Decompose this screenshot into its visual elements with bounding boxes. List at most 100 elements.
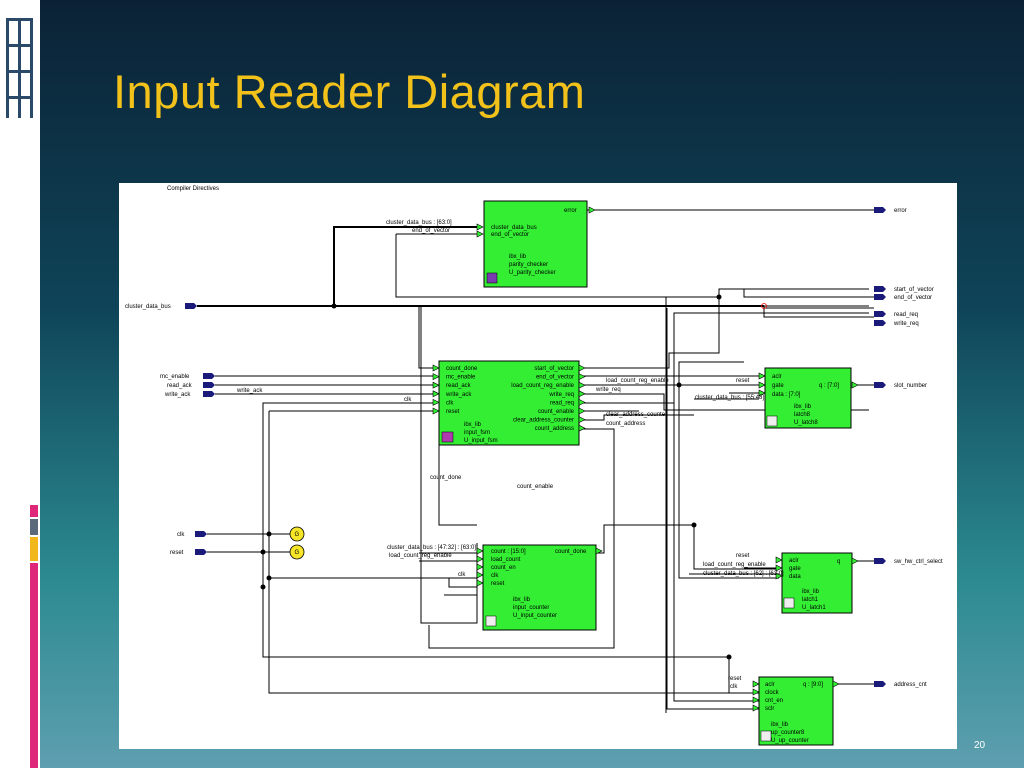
svg-text:U_parity_checker: U_parity_checker — [509, 270, 556, 276]
svg-text:cnt_en: cnt_en — [765, 698, 783, 704]
fsm-out-port-label: count_address — [535, 426, 574, 432]
svg-text:reset: reset — [736, 553, 750, 559]
svg-text:write_req: write_req — [595, 387, 621, 393]
svg-text:cluster_data_bus: cluster_data_bus — [125, 304, 171, 310]
svg-text:read_ack: read_ack — [167, 383, 193, 389]
slide-title: Input Reader Diagram — [113, 65, 586, 118]
fsm-in-port-label: write_ack — [445, 392, 472, 398]
svg-text:clk: clk — [491, 573, 499, 579]
svg-text:load_count_reg_enable: load_count_reg_enable — [389, 553, 452, 559]
clock-buffer-g-1: G — [289, 526, 305, 542]
svg-text:gate: gate — [789, 566, 801, 572]
output-ports: error start_of_vector end_of_vector read… — [874, 207, 943, 688]
schematic-canvas: Compiler Directives — [119, 183, 957, 749]
svg-text:start_of_vector: start_of_vector — [894, 287, 934, 293]
block-input-counter: count : [15:0] load_count count_en clk r… — [476, 544, 603, 631]
accent-magenta-2 — [30, 563, 38, 768]
svg-text:reset: reset — [170, 550, 184, 556]
svg-text:read_req: read_req — [894, 312, 918, 318]
left-decor-bar — [0, 0, 40, 768]
accent-gray — [30, 519, 38, 535]
svg-text:count_done: count_done — [430, 475, 462, 481]
svg-text:sclr: sclr — [765, 706, 774, 712]
fsm-out-port-label: clear_address_counter — [513, 418, 574, 424]
svg-text:U_latch1: U_latch1 — [802, 605, 826, 611]
svg-text:load_count_reg_enable: load_count_reg_enable — [703, 562, 766, 568]
block-latch-mid: aclr gate data q ibx_lib latch1 U_latch1 — [775, 552, 859, 614]
svg-text:latch1: latch1 — [802, 597, 819, 603]
svg-text:end_of_vector: end_of_vector — [491, 232, 529, 238]
svg-text:input_counter: input_counter — [513, 605, 549, 611]
svg-text:U_up_counter: U_up_counter — [771, 738, 809, 744]
svg-text:reset: reset — [736, 378, 750, 384]
svg-text:clear_address_counter: clear_address_counter — [606, 412, 667, 418]
fsm-in-port-label: reset — [446, 409, 460, 415]
svg-text:sw_hw_ctrl_select: sw_hw_ctrl_select — [894, 559, 943, 565]
accent-yellow — [30, 537, 38, 561]
svg-text:data: data — [789, 574, 801, 580]
input-ports: cluster_data_bus mc_enable read_ack writ… — [125, 303, 215, 556]
svg-text:write_ack: write_ack — [236, 388, 263, 394]
block-parity-checker: error cluster_data_bus end_of_vector ibx… — [476, 200, 596, 288]
block-latch-top: aclr gate data : [7:0] q : [7:0] ibx_lib… — [758, 367, 859, 429]
fsm-out-port-label: read_req — [550, 400, 574, 406]
svg-text:up_counter8: up_counter8 — [771, 730, 805, 736]
block-icon — [485, 615, 497, 627]
svg-text:count_address: count_address — [606, 421, 645, 427]
svg-text:count_en: count_en — [491, 565, 516, 571]
svg-text:error: error — [564, 208, 577, 214]
svg-text:write_ack: write_ack — [164, 392, 191, 398]
svg-text:clk: clk — [730, 684, 738, 690]
svg-text:write_req: write_req — [893, 321, 919, 327]
svg-text:cluster_data_bus : [62] : [63:: cluster_data_bus : [62] : [63:0] — [703, 571, 784, 577]
svg-text:address_cnt: address_cnt — [894, 682, 927, 688]
block-icon — [766, 415, 778, 427]
svg-text:clk: clk — [458, 572, 466, 578]
svg-text:count_done: count_done — [555, 549, 587, 555]
svg-text:reset: reset — [728, 676, 742, 682]
svg-text:G: G — [295, 532, 300, 538]
svg-text:error: error — [894, 208, 907, 214]
shelf-icon — [6, 14, 34, 124]
page-number: 20 — [974, 740, 986, 751]
svg-text:ibx_lib: ibx_lib — [771, 722, 789, 728]
block-icon — [760, 730, 772, 742]
svg-text:cluster_data_bus : [47:32] : [: cluster_data_bus : [47:32] : [63:0] — [387, 545, 476, 551]
svg-text:reset: reset — [491, 581, 505, 587]
block-icon — [783, 597, 795, 609]
svg-text:parity_checker: parity_checker — [509, 262, 548, 268]
svg-text:gate: gate — [772, 383, 784, 389]
svg-text:G: G — [295, 550, 300, 556]
svg-text:q : [9:0]: q : [9:0] — [803, 682, 823, 688]
svg-text:U_input_fsm: U_input_fsm — [464, 438, 498, 444]
fsm-in-port-label: mc_enable — [446, 375, 476, 381]
svg-text:load_count: load_count — [491, 557, 521, 563]
svg-text:count : [15:0]: count : [15:0] — [491, 549, 526, 555]
svg-text:q : [7:0]: q : [7:0] — [819, 383, 839, 389]
svg-text:clk: clk — [404, 397, 412, 403]
block-input-fsm: count_donemc_enableread_ackwrite_ackclkr… — [432, 360, 586, 446]
svg-text:end_of_vector: end_of_vector — [894, 295, 932, 301]
svg-text:input_fsm: input_fsm — [464, 430, 490, 436]
fsm-in-port-label: read_ack — [446, 383, 472, 389]
fsm-out-port-label: end_of_vector — [536, 375, 574, 381]
svg-text:data : [7:0]: data : [7:0] — [772, 392, 801, 398]
svg-text:ibx_lib: ibx_lib — [802, 589, 820, 595]
svg-text:U_input_counter: U_input_counter — [513, 613, 557, 619]
svg-text:slot_number: slot_number — [894, 383, 927, 389]
net-labels: cluster_data_bus : [63:0] end_of_vector … — [236, 220, 784, 690]
fsm-in-port-label: clk — [446, 400, 454, 406]
svg-text:latch8: latch8 — [794, 412, 811, 418]
svg-text:clock: clock — [765, 690, 780, 696]
junctions — [260, 294, 767, 660]
fsm-out-port-label: count_enable — [538, 409, 575, 415]
svg-text:cluster_data_bus : [63:0]: cluster_data_bus : [63:0] — [386, 220, 452, 226]
schematic-svg: Compiler Directives — [125, 186, 943, 746]
block-up-counter: aclr clock cnt_en sclr q : [9:0] ibx_lib… — [752, 676, 840, 746]
compiler-directives-label: Compiler Directives — [167, 186, 219, 192]
svg-text:cluster_data_bus: cluster_data_bus — [491, 225, 537, 231]
svg-text:end_of_vector: end_of_vector — [412, 228, 450, 234]
fsm-out-port-label: start_of_vector — [534, 366, 574, 372]
svg-text:clk: clk — [177, 532, 185, 538]
svg-text:mc_enable: mc_enable — [160, 374, 190, 380]
